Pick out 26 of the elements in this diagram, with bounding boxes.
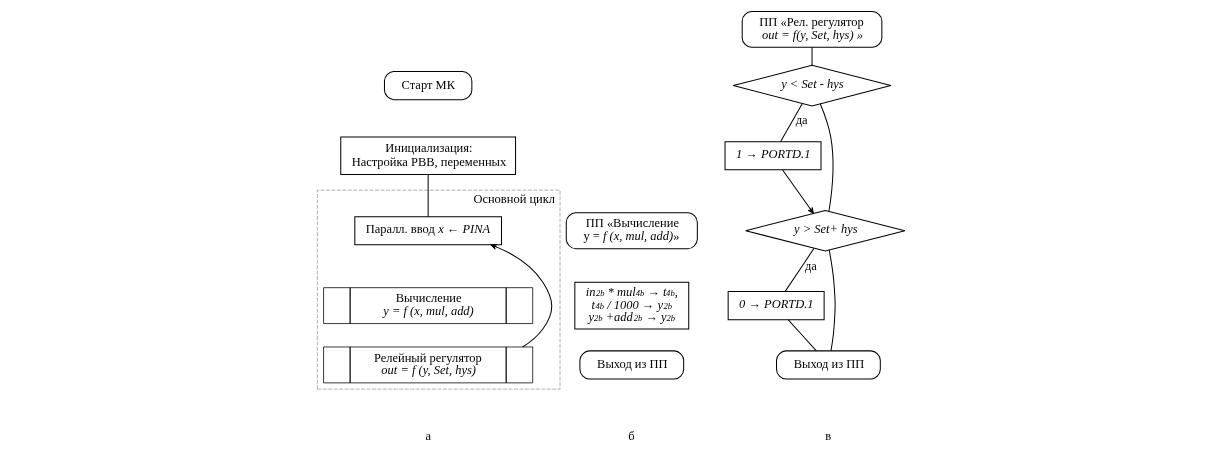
node-box: Старт МК <box>383 71 472 101</box>
label: а <box>424 429 431 444</box>
connector <box>819 103 833 212</box>
label: б <box>627 429 635 444</box>
node-box: ПП «Рел. регулятор out = f(y, Set, hys) » <box>741 10 882 48</box>
node-diamond: y > Set+ hys <box>744 209 905 252</box>
connector <box>779 103 803 143</box>
node-box: Инициализация: Настройка РВВ, переменных <box>339 136 516 176</box>
node-box: 1 → PORTD.1 <box>724 141 821 171</box>
connector <box>784 248 814 292</box>
node-box: in2b * mul4b → t4b, t4b / 1000 → y2b y2b +add2b → y2b <box>573 281 689 330</box>
node-box: ПП «Вычисление y = f (x, mul, add)» <box>565 212 698 250</box>
label: в <box>824 429 831 444</box>
connector <box>811 46 813 66</box>
connector <box>427 174 429 218</box>
node-box: Выход из ПП <box>775 350 881 380</box>
edge-label: да <box>804 258 817 273</box>
node-box: 0 → PORTD.1 <box>727 291 825 321</box>
arrow <box>781 169 814 214</box>
connector <box>787 319 817 352</box>
edge-label: да <box>795 113 808 128</box>
connector <box>828 249 836 352</box>
node-box: Выход из ПП <box>578 350 684 380</box>
node-diamond: y < Set - hys <box>732 64 891 107</box>
node-box: Паралл. ввод x ← PINA <box>353 216 502 246</box>
arrow <box>490 244 552 348</box>
